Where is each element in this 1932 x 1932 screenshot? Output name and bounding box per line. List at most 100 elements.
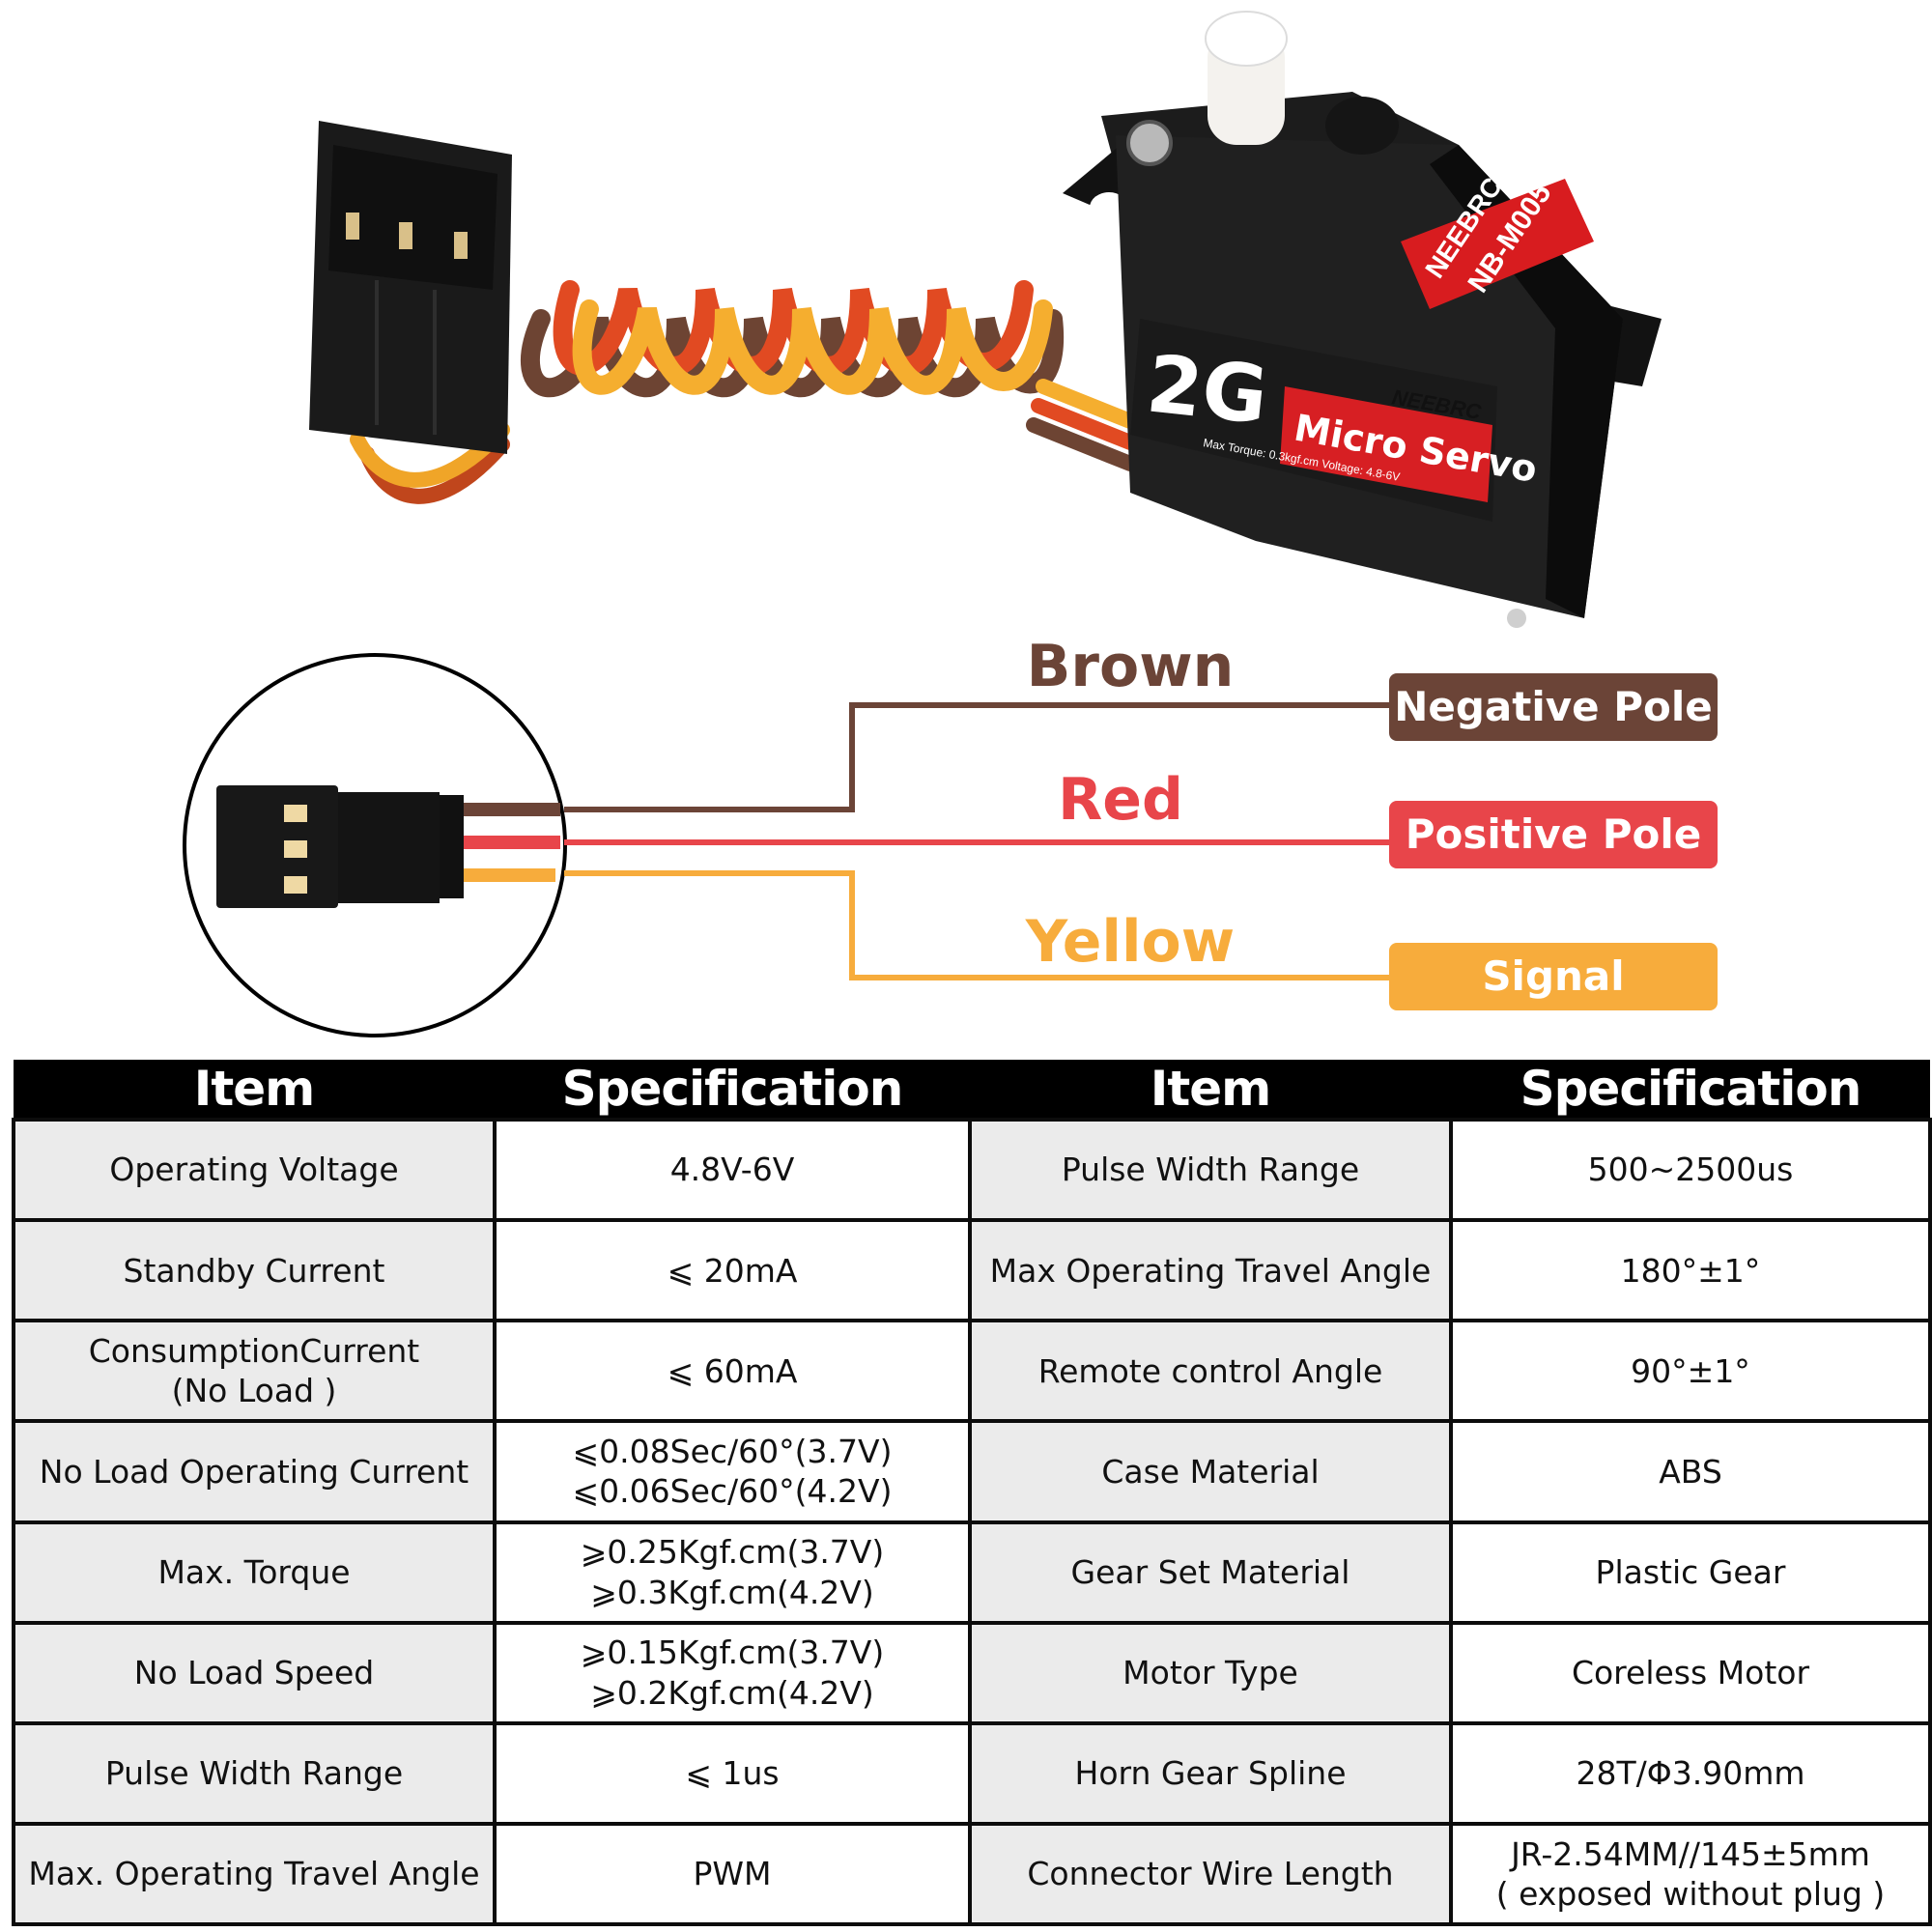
cell-text: ⩽ 1us xyxy=(685,1754,780,1793)
spec-value: JR-2.54MM//145±5mm ( exposed without plu… xyxy=(1449,1821,1932,1927)
cell-text: ( exposed without plug ) xyxy=(1495,1874,1886,1913)
spec-item: ConsumptionCurrent (No Load ) xyxy=(12,1319,497,1424)
cell-text: ⩽ 20mA xyxy=(667,1251,798,1290)
jr-connector xyxy=(309,121,512,454)
cell-text: ABS xyxy=(1659,1452,1722,1491)
table-row: No Load Operating Current ⩽0.08Sec/60°(3… xyxy=(12,1419,1932,1524)
spec-item: Horn Gear Spline xyxy=(968,1720,1453,1826)
spec-value: PWM xyxy=(493,1821,972,1927)
spec-item: Pulse Width Range xyxy=(12,1720,497,1826)
cell-text: 180°±1° xyxy=(1620,1251,1761,1290)
table-row: Max. Torque ⩾0.25Kgf.cm(3.7V) ⩾0.3Kgf.cm… xyxy=(12,1520,1932,1625)
cell-text: ⩾0.25Kgf.cm(3.7V) xyxy=(580,1533,885,1572)
cell-text: Plastic Gear xyxy=(1595,1552,1786,1591)
spec-value: 4.8V-6V xyxy=(493,1117,972,1223)
spec-item: Case Material xyxy=(968,1419,1453,1524)
spec-value: ⩽ 20mA xyxy=(493,1218,972,1323)
header-item: Item xyxy=(14,1060,495,1120)
spec-value: 500~2500us xyxy=(1449,1117,1932,1223)
spec-value: ⩽ 60mA xyxy=(493,1319,972,1424)
cell-text: Pulse Width Range xyxy=(1061,1151,1360,1189)
spec-value: ⩾0.25Kgf.cm(3.7V) ⩾0.3Kgf.cm(4.2V) xyxy=(493,1520,972,1625)
cell-text: ⩾0.2Kgf.cm(4.2V) xyxy=(590,1673,874,1712)
product-figure: NB-M005 NEEBRC 2G Micro Servo NEEBRC Max… xyxy=(183,11,1718,1037)
spec-value: ⩽ 1us xyxy=(493,1720,972,1826)
cell-text: Operating Voltage xyxy=(109,1151,399,1189)
table-row: Max. Operating Travel Angle PWM Connecto… xyxy=(12,1821,1932,1927)
cell-text: Connector Wire Length xyxy=(1027,1855,1394,1893)
cell-text: Remote control Angle xyxy=(1037,1351,1383,1390)
spec-value: 28T/Φ3.90mm xyxy=(1449,1720,1932,1826)
badge-signal: Signal xyxy=(1389,943,1718,1010)
spec-item: Max Operating Travel Angle xyxy=(968,1218,1453,1323)
spec-item: Remote control Angle xyxy=(968,1319,1453,1424)
cell-text: (No Load ) xyxy=(171,1372,337,1410)
spec-value: 90°±1° xyxy=(1449,1319,1932,1424)
spec-value: ABS xyxy=(1449,1419,1932,1524)
cell-text: Max. Torque xyxy=(157,1552,351,1591)
table-row: ConsumptionCurrent (No Load ) ⩽ 60mA Rem… xyxy=(12,1319,1932,1424)
spec-value: 180°±1° xyxy=(1449,1218,1932,1323)
cell-text: No Load Operating Current xyxy=(39,1452,469,1491)
cell-text: ⩽0.08Sec/60°(3.7V) xyxy=(572,1433,893,1471)
cell-text: PWM xyxy=(693,1855,772,1893)
cell-text: Horn Gear Spline xyxy=(1074,1754,1347,1793)
spec-item: Gear Set Material xyxy=(968,1520,1453,1625)
cell-text: ⩾0.15Kgf.cm(3.7V) xyxy=(580,1634,885,1672)
table-row: Pulse Width Range ⩽ 1us Horn Gear Spline… xyxy=(12,1720,1932,1826)
spec-value: Coreless Motor xyxy=(1449,1620,1932,1725)
cell-text: Coreless Motor xyxy=(1571,1654,1810,1692)
spec-item: Standby Current xyxy=(12,1218,497,1323)
table-row: Operating Voltage 4.8V-6V Pulse Width Ra… xyxy=(12,1117,1932,1223)
spec-item: Max. Torque xyxy=(12,1520,497,1625)
cell-text: Pulse Width Range xyxy=(104,1754,404,1793)
badge-negative-pole-label: Negative Pole xyxy=(1394,683,1713,730)
cell-text: 28T/Φ3.90mm xyxy=(1576,1754,1805,1793)
spec-item: Max. Operating Travel Angle xyxy=(12,1821,497,1927)
zoom-connector xyxy=(216,785,464,908)
spec-value: ⩽0.08Sec/60°(3.7V) ⩽0.06Sec/60°(4.2V) xyxy=(493,1419,972,1524)
wire-color-red: Red xyxy=(1058,766,1183,834)
wire-color-brown: Brown xyxy=(1027,633,1235,700)
brown-wire-line xyxy=(564,702,1389,812)
spec-table: Item Specification Item Specification Op… xyxy=(12,1060,1932,1927)
spec-table-body: Operating Voltage 4.8V-6V Pulse Width Ra… xyxy=(12,1117,1932,1927)
badge-positive-pole-label: Positive Pole xyxy=(1406,810,1702,858)
cell-text: No Load Speed xyxy=(133,1654,375,1692)
header-item: Item xyxy=(970,1060,1451,1120)
badge-signal-label: Signal xyxy=(1482,952,1624,1000)
cell-text: Max. Operating Travel Angle xyxy=(28,1855,480,1893)
cell-text: JR-2.54MM//145±5mm xyxy=(1511,1834,1870,1873)
header-specification: Specification xyxy=(495,1060,970,1120)
cell-text: Motor Type xyxy=(1122,1654,1298,1692)
cell-text: 4.8V-6V xyxy=(669,1151,795,1189)
cell-text: 90°±1° xyxy=(1631,1351,1750,1390)
coiled-cable xyxy=(350,280,1148,504)
spec-item: Motor Type xyxy=(968,1620,1453,1725)
cell-text: ⩽ 60mA xyxy=(667,1351,798,1390)
wiring-diagram: Brown Red Yellow Negative Pole Positive … xyxy=(183,633,1718,1037)
label-2g: 2G xyxy=(1143,338,1272,441)
cell-text: ConsumptionCurrent xyxy=(88,1332,420,1371)
spec-item: No Load Speed xyxy=(12,1620,497,1725)
wire-color-yellow: Yellow xyxy=(1025,908,1235,976)
spec-item: Pulse Width Range xyxy=(968,1117,1453,1223)
spec-item: Connector Wire Length xyxy=(968,1821,1453,1927)
spec-item: Operating Voltage xyxy=(12,1117,497,1223)
spec-item: No Load Operating Current xyxy=(12,1419,497,1524)
spec-value: Plastic Gear xyxy=(1449,1520,1932,1625)
cell-text: ⩽0.06Sec/60°(4.2V) xyxy=(572,1472,893,1511)
table-row: No Load Speed ⩾0.15Kgf.cm(3.7V) ⩾0.2Kgf.… xyxy=(12,1620,1932,1725)
cell-text: Gear Set Material xyxy=(1070,1552,1350,1591)
servo-body: NB-M005 NEEBRC 2G Micro Servo NEEBRC Max… xyxy=(1063,11,1662,628)
badge-positive-pole: Positive Pole xyxy=(1389,801,1718,868)
cell-text: 500~2500us xyxy=(1587,1151,1794,1189)
header-specification: Specification xyxy=(1451,1060,1930,1120)
cell-text: Standby Current xyxy=(123,1251,385,1290)
cell-text: ⩾0.3Kgf.cm(4.2V) xyxy=(590,1573,874,1611)
spec-value: ⩾0.15Kgf.cm(3.7V) ⩾0.2Kgf.cm(4.2V) xyxy=(493,1620,972,1725)
badge-negative-pole: Negative Pole xyxy=(1389,673,1718,741)
table-row: Standby Current ⩽ 20mA Max Operating Tra… xyxy=(12,1218,1932,1323)
cell-text: Max Operating Travel Angle xyxy=(989,1251,1432,1290)
cell-text: Case Material xyxy=(1101,1452,1320,1491)
